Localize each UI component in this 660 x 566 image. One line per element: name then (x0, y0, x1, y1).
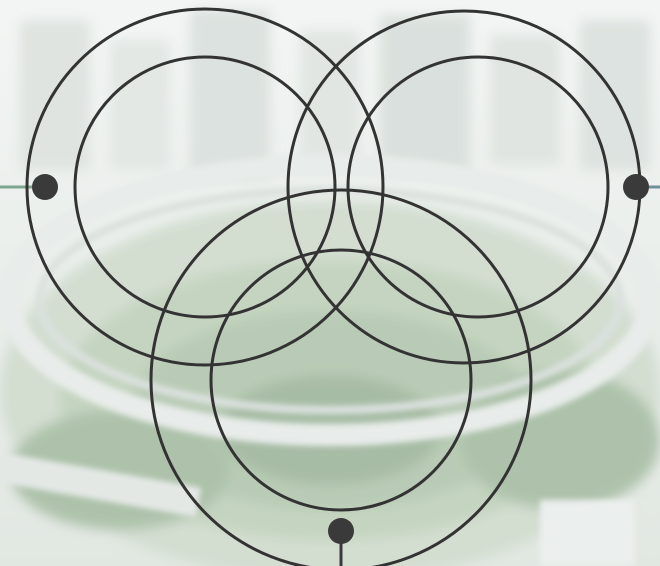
right-ring-inner (348, 57, 608, 317)
right-ring-outer (288, 11, 640, 363)
left-ring-outer (27, 9, 383, 365)
right-ring (288, 11, 640, 363)
bottom-ring (151, 190, 531, 566)
bottom-node (328, 518, 354, 544)
left-ring-inner (75, 57, 335, 317)
left-ring (27, 9, 383, 365)
left-node (32, 174, 58, 200)
right-node (623, 174, 649, 200)
bottom-ring-inner (211, 250, 471, 510)
